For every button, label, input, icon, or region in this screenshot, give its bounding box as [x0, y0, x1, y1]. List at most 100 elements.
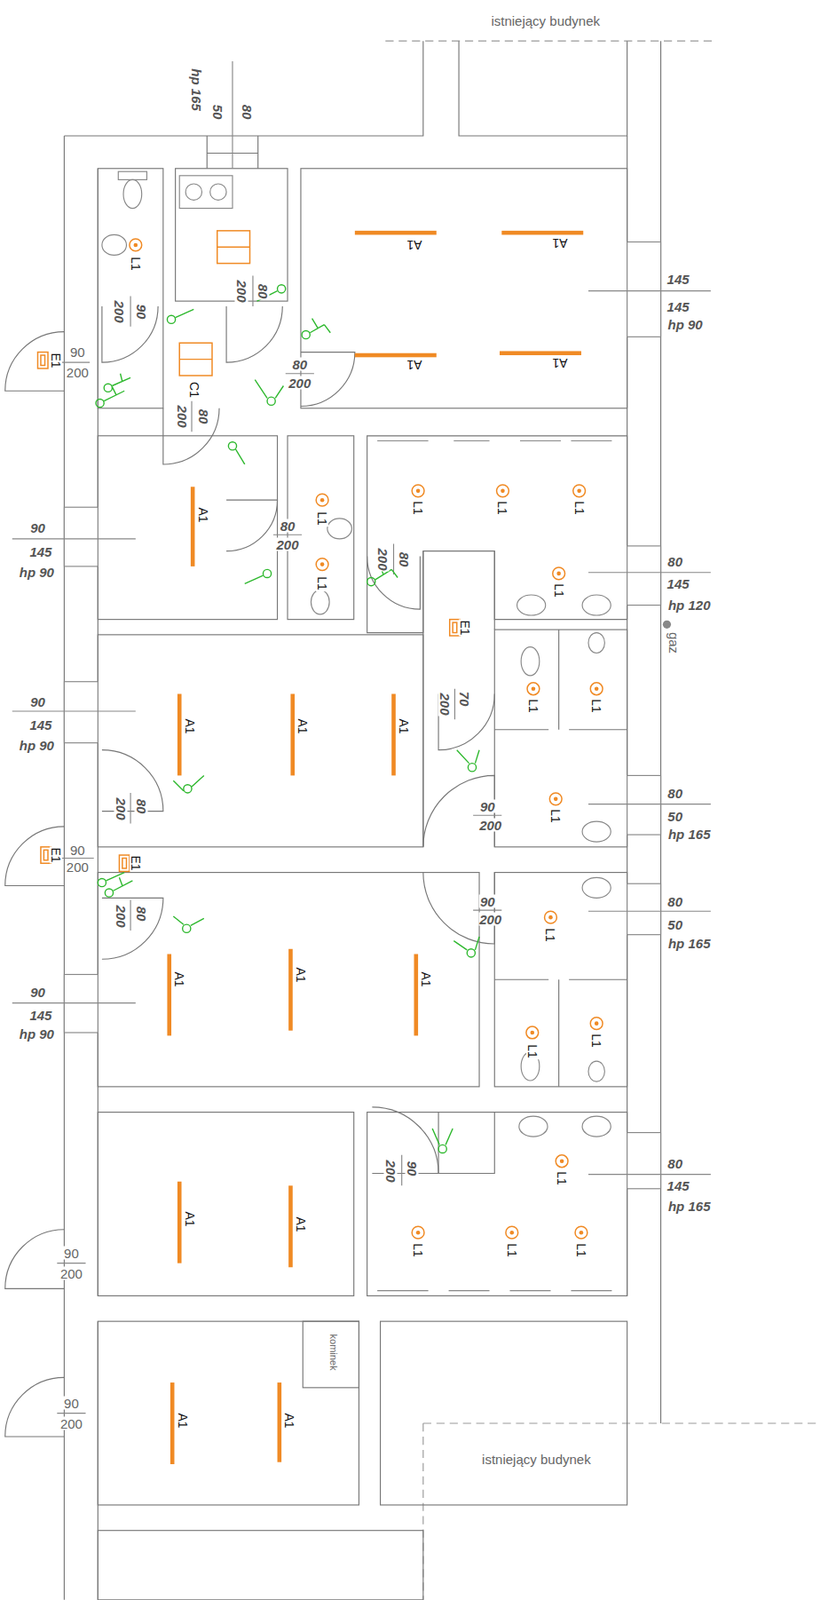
door-size-label: 90 — [69, 345, 87, 359]
fixture-tag: A1 — [397, 717, 411, 735]
fixture-tag: A1 — [294, 1215, 308, 1233]
fixture-tag: L1 — [555, 1170, 568, 1187]
dimension-label: 70 — [457, 690, 471, 708]
dimension-label: 200 — [112, 299, 127, 324]
windows — [63, 241, 661, 1188]
fixture-tag: E1 — [129, 854, 142, 872]
fixture-tag: E1 — [49, 351, 63, 369]
dimension-label: hp 90 — [667, 317, 704, 332]
leader-lines — [12, 61, 711, 1412]
dimension-label: 200 — [174, 403, 189, 428]
dimension-label: 80 — [666, 554, 684, 568]
dimension-label: 90 — [29, 985, 47, 999]
fixture-tag: A1 — [405, 358, 423, 371]
note-label: gaz — [667, 630, 681, 655]
door-size-label: 200 — [65, 859, 90, 873]
fixture-tag: L1 — [315, 575, 329, 592]
dimension-label: 200 — [287, 375, 312, 389]
dimension-label: 145 — [666, 576, 691, 591]
door-size-label: 90 — [63, 1245, 80, 1260]
dimension-label: 90 — [29, 693, 47, 708]
fixture-tag: L1 — [526, 1042, 539, 1059]
dimension-label: 90 — [29, 520, 47, 535]
dimension-label: 80 — [666, 785, 684, 799]
fixture-tag: L1 — [590, 697, 603, 714]
existing-building-outline — [385, 40, 821, 1600]
dimension-label: 90 — [134, 302, 148, 320]
dimension-label: hp 165 — [667, 935, 712, 949]
dimension-label: 145 — [28, 544, 53, 558]
dimension-label: 200 — [478, 912, 503, 926]
fixture-tag: L1 — [411, 500, 425, 517]
fixture-tag: A1 — [551, 356, 568, 370]
walls — [63, 40, 661, 1600]
light-point-centres — [134, 243, 600, 1235]
dimension-label: 80 — [666, 893, 684, 907]
dimension-label: 145 — [28, 717, 53, 731]
gas-point — [662, 620, 671, 629]
dimension-label: 50 — [666, 809, 684, 823]
dimension-label: 200 — [375, 546, 389, 571]
dimension-label: 145 — [666, 1178, 691, 1192]
dimension-label: 200 — [437, 691, 451, 716]
dimension-label: 80 — [196, 408, 210, 426]
note-label: istniejący budynek — [489, 13, 601, 27]
door-size-label: 200 — [65, 365, 90, 379]
fixture-tag: A1 — [283, 1411, 296, 1428]
dimension-label: 80 — [134, 904, 148, 922]
fixture-tag: E1 — [49, 845, 63, 863]
fixture-tag: L1 — [496, 500, 509, 517]
fixture-tag: A1 — [183, 1210, 197, 1228]
fixture-tag: L1 — [505, 1241, 519, 1258]
fixture-tag: L1 — [544, 926, 557, 943]
fixture-tag: L1 — [590, 1032, 603, 1049]
fixture-tag: L1 — [129, 255, 142, 272]
fixture-tag: A1 — [294, 965, 308, 983]
dimension-label: 200 — [235, 278, 249, 303]
dimension-label: 200 — [113, 903, 127, 928]
door-size-label: 200 — [59, 1416, 84, 1430]
door-size-label: 90 — [63, 1395, 80, 1410]
dimension-label: 80 — [256, 282, 270, 300]
dimension-label: 200 — [384, 1159, 398, 1183]
dimension-label: 200 — [276, 536, 300, 551]
light-bars — [166, 230, 584, 1464]
switch-symbols — [95, 284, 480, 1153]
fixture-tag: A1 — [183, 717, 197, 735]
fixture-tag: A1 — [176, 1411, 190, 1428]
dimension-label: hp 165 — [189, 67, 203, 112]
dimension-label: 50 — [210, 103, 224, 121]
door-size-label: 90 — [69, 843, 87, 857]
dimension-label: 90 — [405, 1159, 419, 1177]
sanitary-fixtures — [102, 171, 613, 1290]
dimension-label: 90 — [479, 798, 497, 813]
fixture-tag: A1 — [197, 506, 210, 524]
door-size-label: 200 — [59, 1266, 84, 1280]
dimension-label: 80 — [134, 797, 148, 815]
light-points — [129, 238, 603, 1239]
dimension-label: hp 165 — [667, 826, 712, 840]
fixture-tag: L1 — [549, 808, 562, 825]
panel-symbols — [38, 230, 461, 872]
dimension-label: 80 — [291, 357, 308, 371]
dimension-label: hp 120 — [667, 598, 712, 612]
dimension-label: 145 — [666, 271, 691, 285]
note-label: istniejący budynek — [481, 1451, 592, 1466]
dimension-label: 200 — [113, 796, 127, 821]
fixture-tag: L1 — [411, 1241, 425, 1258]
fixture-tag: E1 — [458, 618, 472, 636]
fixture-tag: A1 — [419, 970, 433, 988]
dimension-label: 80 — [240, 103, 254, 121]
fixture-tag: L1 — [552, 583, 566, 600]
fixture-tag: A1 — [173, 970, 186, 988]
dimension-label: hp 165 — [667, 1198, 712, 1213]
dimension-label: 200 — [478, 817, 503, 831]
fixture-tag: A1 — [551, 236, 568, 250]
fixture-tag: A1 — [296, 717, 309, 735]
dimension-label: hp 90 — [18, 1026, 56, 1041]
fixture-tag: L1 — [315, 510, 329, 527]
dimension-label: hp 90 — [18, 737, 56, 751]
dimension-label: 80 — [279, 518, 297, 532]
